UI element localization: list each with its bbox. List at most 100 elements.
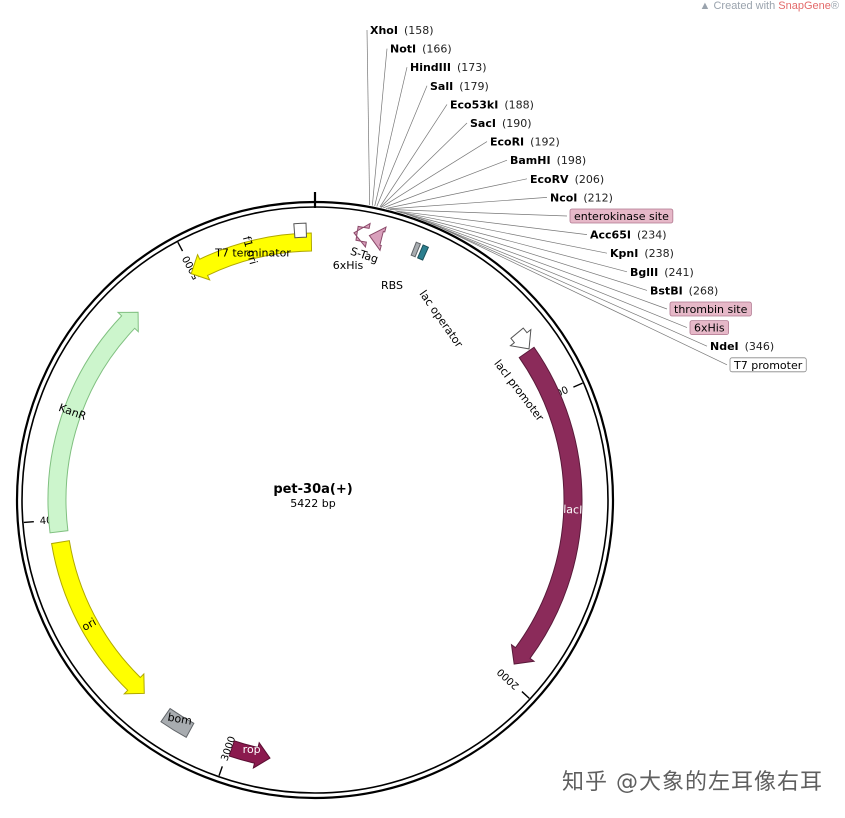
watermark-prefix: Created with	[713, 0, 779, 12]
small-feature-6xhis-label: 6xHis	[333, 259, 364, 272]
site-position: (188)	[504, 98, 534, 111]
small-feature-t7-terminator[interactable]	[293, 222, 307, 239]
snapgene-watermark: ▲ Created with SnapGene®	[700, 0, 839, 12]
site-position: (166)	[422, 43, 452, 56]
site-position: (346)	[745, 340, 775, 353]
site-box-label: 6xHis	[694, 322, 725, 335]
small-feature-rbs[interactable]	[410, 241, 422, 258]
site-box	[689, 320, 729, 336]
site-position: (234)	[637, 229, 667, 242]
site-name: SalI	[430, 80, 453, 93]
site-position: (238)	[644, 247, 674, 260]
site-leader-line	[396, 210, 608, 254]
site-leader-line	[387, 197, 548, 210]
site-position: (158)	[404, 24, 434, 37]
site-position: (179)	[459, 80, 489, 93]
site-name: NdeI	[710, 340, 739, 353]
small-feature-rbs-label: RBS	[381, 279, 403, 292]
tick-mark	[573, 382, 583, 388]
site-ecori[interactable]: EcoRI (192)	[381, 136, 560, 208]
site-leader-line	[389, 209, 568, 217]
site-bamhi[interactable]: BamHI(198)	[383, 154, 586, 209]
feature-laci[interactable]	[510, 346, 583, 665]
site-leader-line	[412, 215, 668, 310]
site-ecorv[interactable]: EcoRV(206)	[385, 173, 604, 209]
site-name: BamHI	[510, 154, 551, 167]
site-box-label: thrombin site	[674, 303, 748, 316]
site-name: EcoRV	[530, 173, 569, 186]
site-name: Acc65I	[590, 229, 631, 242]
site-name: Eco53kI	[450, 98, 498, 111]
site-bglii[interactable]: BglII (241)	[397, 211, 694, 279]
site-acc65i[interactable]: Acc65I (234)	[395, 210, 667, 242]
site-position: (192)	[530, 136, 560, 149]
watermark-suffix: ®	[830, 0, 839, 12]
site-xhoi[interactable]: XhoI (158)	[366, 24, 434, 206]
small-feature-t7-terminator-label: T7 terminator	[214, 246, 291, 259]
feature-bom-label: bom	[167, 711, 193, 728]
site-position: (268)	[689, 284, 719, 297]
plasmid-size: 5422 bp	[290, 497, 335, 510]
small-feature-6xhis[interactable]	[353, 222, 371, 249]
site-t7-promoter[interactable]: T7 promoter	[439, 226, 807, 373]
site-ncoi[interactable]: NcoI(212)	[387, 191, 613, 210]
site-name: KpnI	[610, 247, 638, 260]
site-leader-line	[383, 159, 508, 209]
feature-ori[interactable]	[51, 540, 145, 695]
tick-mark	[218, 766, 223, 777]
site-bstbi[interactable]: BstBI(268)	[406, 214, 719, 297]
site-noti[interactable]: NotI (166)	[372, 43, 452, 206]
site-box	[729, 357, 807, 373]
tick-label: 2000	[495, 666, 521, 691]
site-leader-line	[406, 214, 648, 291]
feature-laci-label: lacI	[563, 503, 583, 517]
site-position: (212)	[583, 191, 613, 204]
site-box-label: enterokinase site	[574, 210, 669, 223]
site-name: SacI	[470, 117, 496, 130]
site-6xhis[interactable]: 6xHis	[417, 217, 729, 336]
site-leader-line	[376, 85, 428, 207]
feature-laci-promoter[interactable]	[509, 327, 532, 350]
site-leader-line	[417, 217, 688, 328]
site-leader-line	[395, 210, 588, 235]
watermark-brand: SnapGene	[778, 0, 831, 12]
site-position: (241)	[664, 266, 694, 279]
small-feature-lac-operator-label: lac operator	[417, 288, 466, 350]
site-thrombin-site[interactable]: thrombin site	[412, 215, 752, 317]
small-feature-lac-operator[interactable]	[416, 244, 430, 261]
site-leader-line	[379, 104, 448, 208]
site-enterokinase-site[interactable]: enterokinase site	[389, 208, 674, 224]
site-name: EcoRI	[490, 136, 524, 149]
feature-kanr[interactable]	[47, 311, 139, 534]
site-eco53ki[interactable]: Eco53kI (188)	[379, 98, 534, 208]
feature-f1-ori[interactable]	[190, 232, 313, 281]
site-leader-line	[372, 48, 388, 206]
restriction-sites: XhoI (158) NotI (166) HindIII(173)SalI (179) E…	[366, 24, 807, 373]
site-kpni[interactable]: KpnI (238)	[396, 210, 674, 260]
site-leader-line	[385, 178, 528, 209]
site-box	[669, 301, 752, 317]
plasmid-center-label: pet-30a(+) 5422 bp	[273, 482, 352, 510]
site-name: XhoI	[370, 24, 398, 37]
feature-rop-label: rop	[243, 743, 261, 756]
feature-bom[interactable]	[160, 707, 195, 738]
zhihu-watermark: 知乎 @大象的左耳像右耳	[562, 770, 823, 795]
site-sali[interactable]: SalI (179)	[376, 80, 489, 207]
site-box-label: T7 promoter	[733, 359, 803, 372]
site-name: HindIII	[410, 61, 451, 74]
site-hindiii[interactable]: HindIII(173)	[374, 61, 487, 207]
site-saci[interactable]: SacI(190)	[380, 117, 532, 208]
site-name: BglII	[630, 266, 658, 279]
site-ndei[interactable]: NdeI (346)	[431, 223, 775, 353]
site-leader-line	[381, 141, 488, 208]
site-name: NotI	[390, 43, 416, 56]
tick-mark	[521, 691, 530, 699]
feature-rop[interactable]	[228, 740, 271, 770]
site-leader-line	[366, 29, 370, 206]
tick-mark	[177, 241, 184, 252]
feature-ori-label: ori	[80, 615, 99, 633]
small-feature-s-tag[interactable]	[368, 226, 387, 252]
site-leader-line	[439, 226, 728, 366]
site-leader-line	[380, 122, 468, 208]
